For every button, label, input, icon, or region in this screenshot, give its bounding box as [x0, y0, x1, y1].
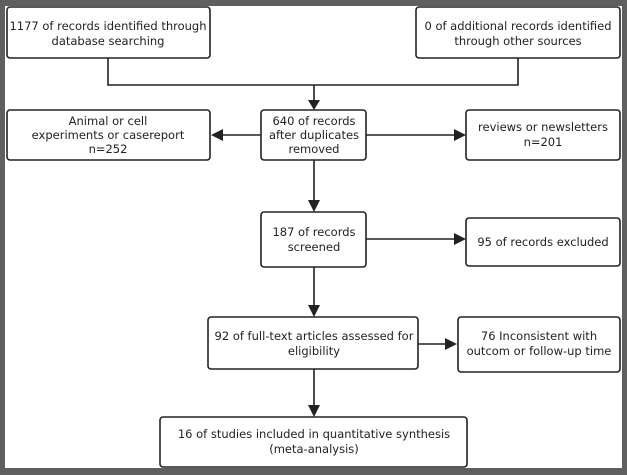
- box-screened: 187 of records screened: [260, 211, 367, 268]
- arrowhead-fulltext: [308, 305, 320, 317]
- connector-additional-merge: [314, 58, 519, 86]
- box-included: 16 of studies included in quantitative s…: [159, 416, 468, 468]
- svg-text:n=201: n=201: [524, 135, 563, 149]
- arrowhead-excluded: [454, 233, 466, 245]
- connectors: [107, 58, 519, 417]
- box-fulltext: 92 of full-text articles assessed for el…: [207, 316, 419, 370]
- arrowhead-inconsistent: [445, 338, 457, 350]
- arrowhead-screened: [308, 200, 320, 212]
- svg-text:187 of records: 187 of records: [272, 225, 355, 239]
- svg-text:reviews or newsletters: reviews or newsletters: [478, 120, 608, 134]
- svg-text:removed: removed: [289, 142, 340, 156]
- svg-text:0 of additional records identi: 0 of additional records identified: [424, 19, 611, 33]
- svg-text:n=252: n=252: [89, 142, 128, 156]
- svg-text:76 Inconsistent with: 76 Inconsistent with: [481, 329, 597, 343]
- box-after-duplicates: 640 of records after duplicates removed: [260, 109, 367, 161]
- arrowhead-after-duplicates: [308, 100, 320, 110]
- box-database: 1177 of records identified through datab…: [6, 6, 211, 59]
- arrowhead-reviews: [454, 129, 466, 141]
- connector-database-merge: [107, 58, 314, 86]
- svg-text:95 of records excluded: 95 of records excluded: [477, 235, 608, 249]
- box-additional: 0 of additional records identified throu…: [415, 6, 621, 59]
- svg-text:after duplicates: after duplicates: [269, 128, 359, 142]
- svg-text:database searching: database searching: [52, 34, 165, 48]
- flowchart-canvas: 1177 of records identified through datab…: [5, 6, 622, 468]
- box-reviews: reviews or newsletters n=201: [465, 109, 621, 161]
- svg-text:outcom or follow-up time: outcom or follow-up time: [467, 344, 612, 358]
- svg-text:(meta-analysis): (meta-analysis): [269, 442, 359, 456]
- svg-text:screened: screened: [288, 240, 341, 254]
- svg-text:640 of records: 640 of records: [272, 114, 355, 128]
- arrowhead-animal: [211, 129, 223, 141]
- svg-text:16 of studies included in quan: 16 of studies included in quantitative s…: [178, 427, 450, 441]
- svg-text:Animal or cell: Animal or cell: [69, 114, 148, 128]
- box-inconsistent: 76 Inconsistent with outcom or follow-up…: [457, 316, 621, 373]
- svg-text:experiments or casereport: experiments or casereport: [32, 128, 185, 142]
- svg-text:1177 of records identified thr: 1177 of records identified through: [9, 19, 206, 33]
- box-animal: Animal or cell experiments or casereport…: [6, 109, 211, 161]
- box-excluded: 95 of records excluded: [465, 217, 621, 267]
- svg-text:92 of full-text articles asses: 92 of full-text articles assessed for: [215, 329, 414, 343]
- svg-text:through other sources: through other sources: [454, 34, 581, 48]
- arrowhead-included: [308, 405, 320, 417]
- prisma-flow-diagram: 1177 of records identified through datab…: [6, 6, 621, 468]
- svg-text:eligibility: eligibility: [288, 344, 340, 358]
